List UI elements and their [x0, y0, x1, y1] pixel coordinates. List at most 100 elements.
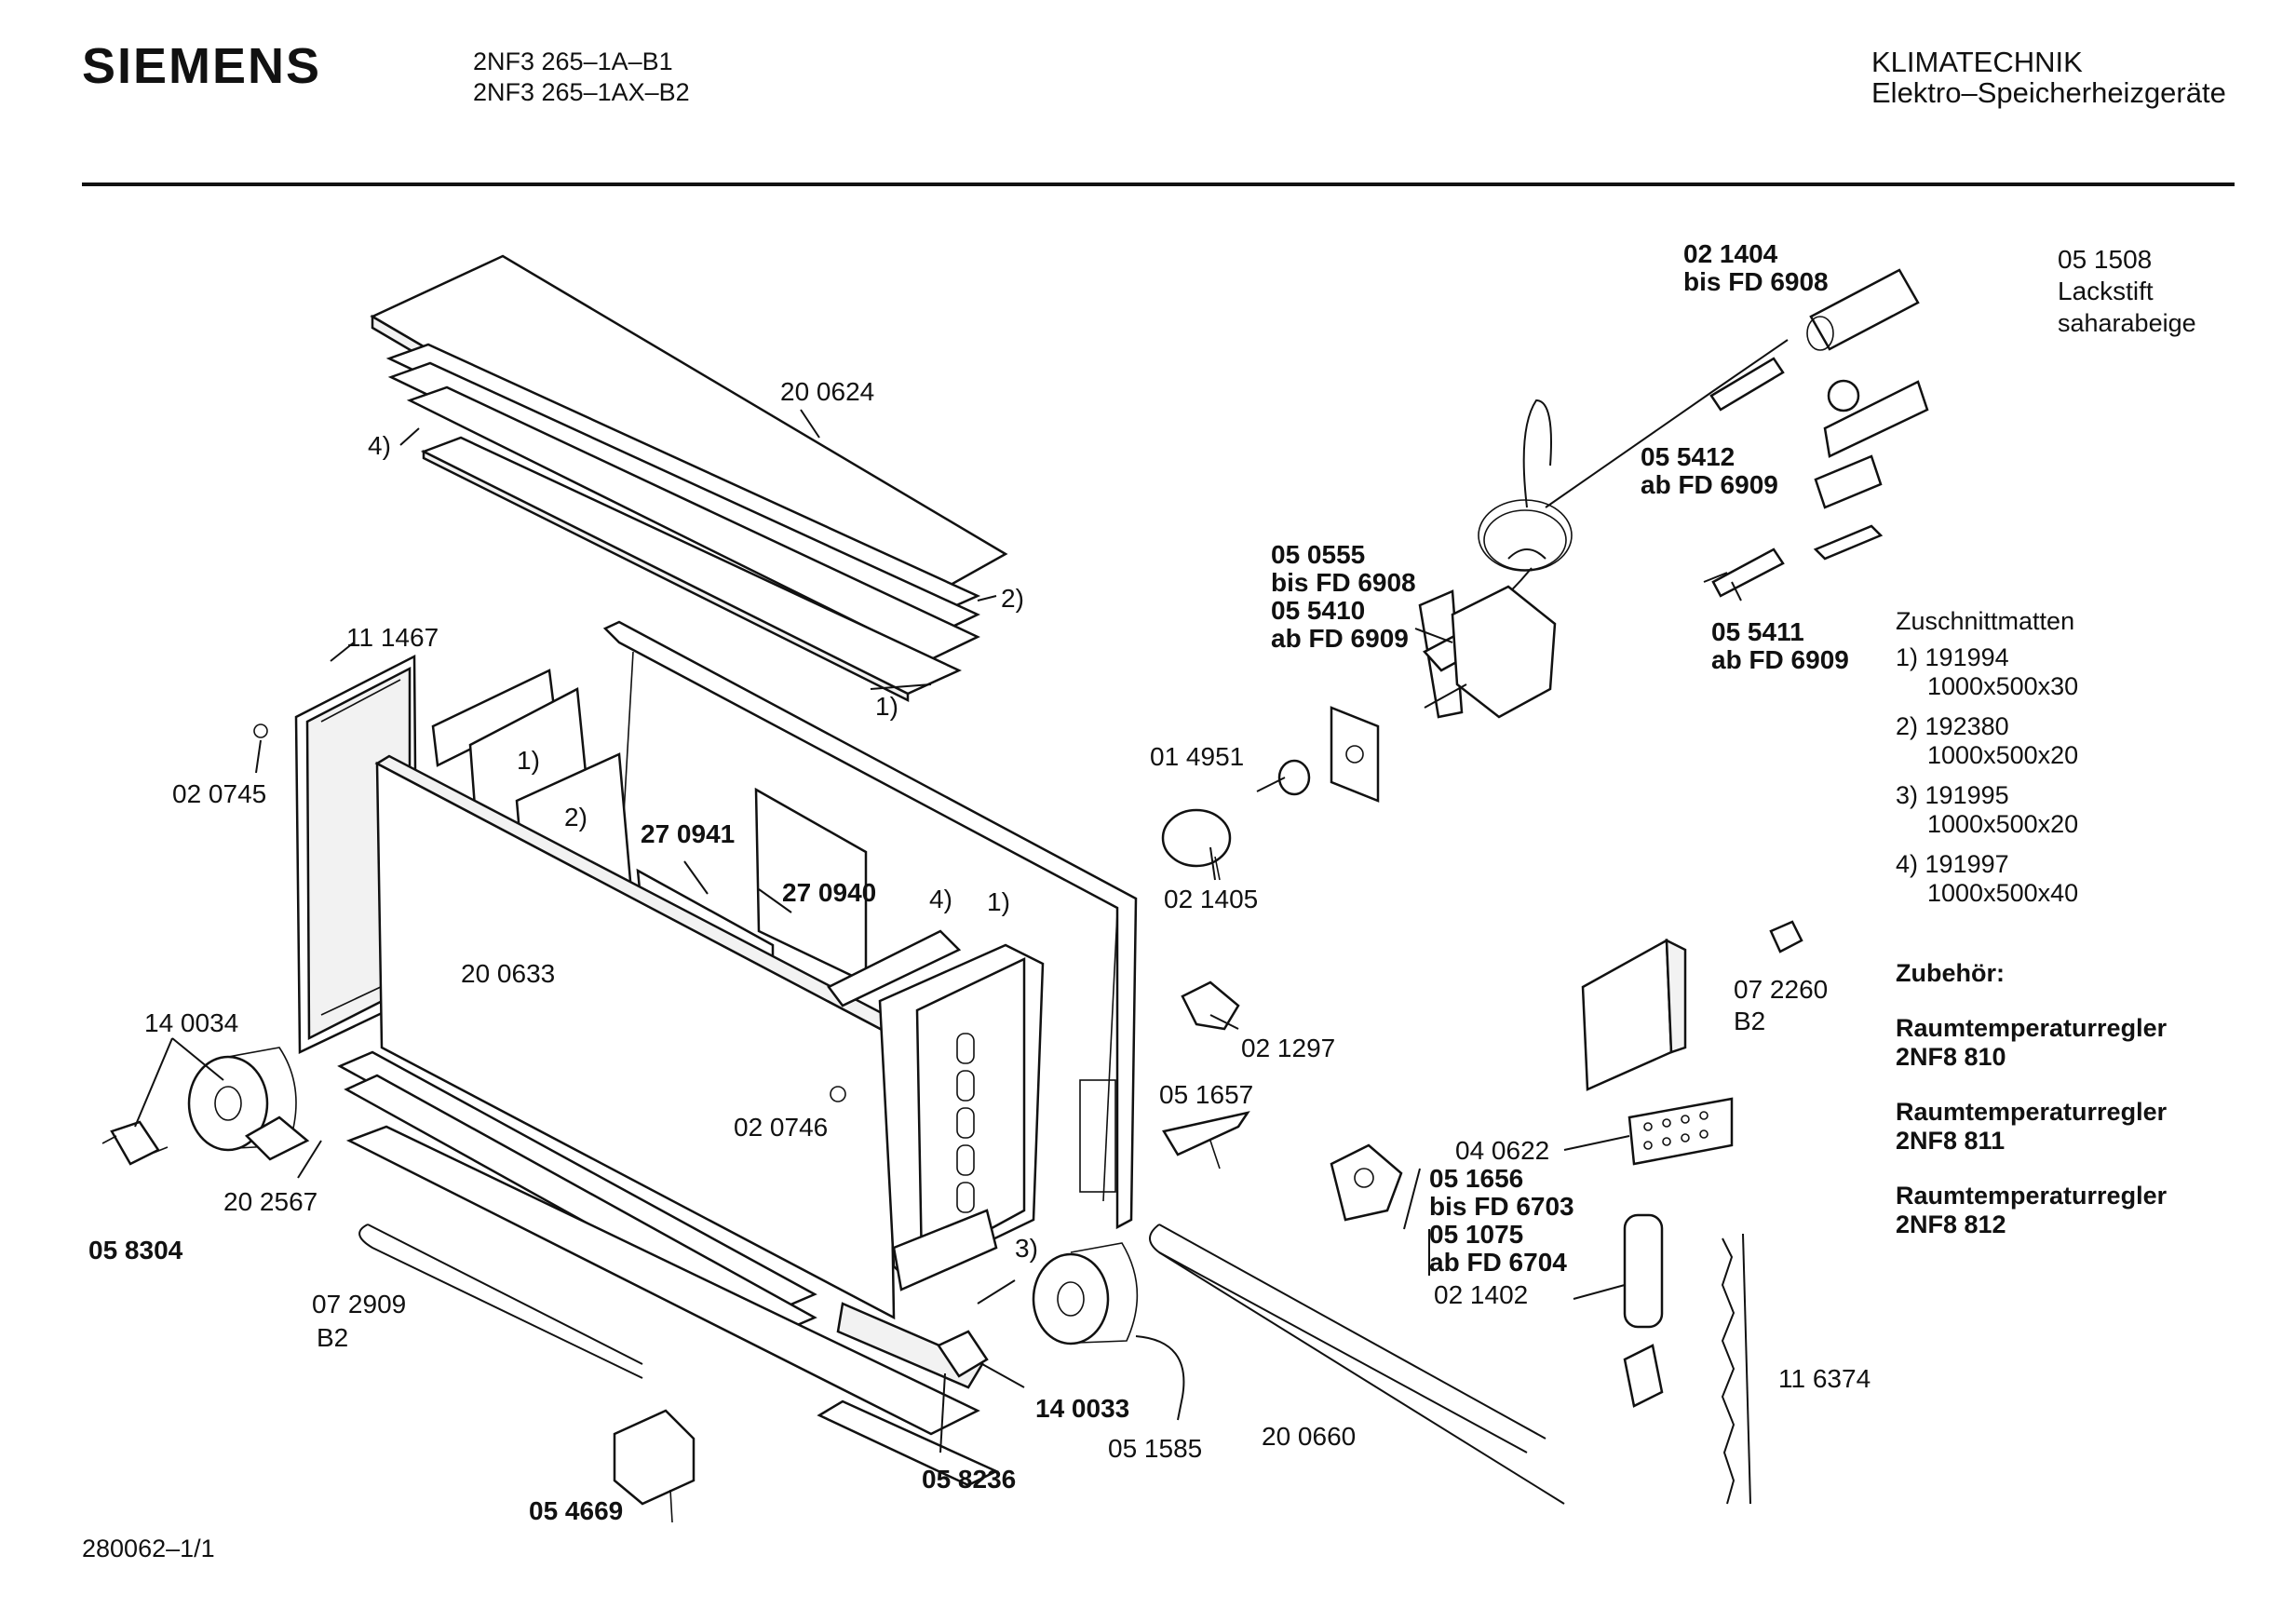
- label-050555: 05 0555: [1271, 540, 1365, 569]
- mat-part: 191994: [1925, 643, 2009, 671]
- label-021402: 02 1402: [1434, 1280, 1528, 1309]
- accessory-model: 2NF8 810: [1896, 1043, 2006, 1071]
- label-020745: 02 0745: [172, 779, 266, 808]
- mat-item: 4) 191997 1000x500x40: [1896, 850, 2078, 908]
- heater-element-block: [827, 929, 1045, 1291]
- label-051075: 05 1075: [1429, 1220, 1523, 1249]
- label-ab6704: ab FD 6704: [1429, 1248, 1567, 1277]
- mat-size: 1000x500x20: [1927, 741, 2079, 769]
- label-200633: 20 0633: [461, 959, 555, 988]
- terminal-072260: [1769, 920, 1803, 953]
- mat-part: 191997: [1925, 850, 2009, 878]
- header-divider: [82, 183, 2235, 186]
- heating-rod-072909: [358, 1224, 643, 1379]
- accessory-item: Raumtemperaturregler 2NF8 812: [1896, 1182, 2167, 1239]
- bottom-base-rails: [337, 1050, 999, 1487]
- label-ab6909a: ab FD 6909: [1641, 470, 1778, 499]
- document-id: 280062–1/1: [82, 1535, 215, 1562]
- label-note-2a: 2): [1001, 584, 1024, 613]
- mat-ref: 4): [1896, 850, 1919, 878]
- label-014951: 01 4951: [1150, 742, 1244, 771]
- label-note-1b: 1): [517, 746, 540, 775]
- label-note-3: 3): [1015, 1234, 1038, 1263]
- accessory-item: Raumtemperaturregler 2NF8 811: [1896, 1098, 2167, 1156]
- switch-box-054669: [613, 1409, 696, 1523]
- insulation-mat-stack: [385, 343, 981, 703]
- label-note-2b: 2): [564, 803, 588, 832]
- label-bis6703: bis FD 6703: [1429, 1192, 1574, 1221]
- label-202567: 20 2567: [223, 1187, 317, 1216]
- mat-item: 3) 191995 1000x500x20: [1896, 781, 2078, 839]
- fan-cylinder-140033: [1032, 1242, 1139, 1345]
- bushing-014951: [1277, 759, 1311, 796]
- label-051585: 05 1585: [1108, 1434, 1202, 1463]
- label-072909: 07 2909: [312, 1290, 406, 1318]
- strip-116374: [1721, 1233, 1751, 1505]
- cover-072260-bracket: [1581, 938, 1687, 1091]
- bracket-plate: [1330, 706, 1380, 803]
- label-ab6909c: ab FD 6909: [1711, 645, 1849, 674]
- model-numbers: 2NF3 265–1A–B1 2NF3 265–1AX–B2: [473, 47, 690, 108]
- cable-051585: [1135, 1335, 1185, 1421]
- accessory-item: Raumtemperaturregler 2NF8 810: [1896, 1014, 2167, 1072]
- fan-cylinder-140034: [187, 1047, 310, 1161]
- label-note-4a: 4): [368, 431, 391, 460]
- label-058304: 05 8304: [88, 1236, 183, 1264]
- screw-020745: [253, 723, 268, 738]
- mat-part: 191995: [1925, 781, 2009, 809]
- lackstift-part-number: 05 1508: [2058, 245, 2153, 274]
- lackstift-color: saharabeige: [2058, 309, 2196, 337]
- label-200624: 20 0624: [780, 377, 874, 406]
- motor-058304: [101, 1120, 169, 1166]
- label-140034: 14 0034: [144, 1008, 238, 1037]
- label-051656: 05 1656: [1429, 1164, 1523, 1193]
- label-021405: 02 1405: [1164, 885, 1258, 913]
- label-055412: 05 5412: [1641, 442, 1735, 471]
- mat-part: 192380: [1925, 712, 2009, 740]
- heating-rod-200660: [1149, 1224, 1565, 1505]
- lackstift-note: 05 1508 Lackstift saharabeige: [2058, 244, 2196, 339]
- label-140033: 14 0033: [1035, 1394, 1129, 1423]
- mats-list: Zuschnittmatten 1) 191994 1000x500x30 2)…: [1896, 607, 2078, 919]
- label-072260: 07 2260: [1734, 975, 1828, 1004]
- mat-size: 1000x500x30: [1927, 672, 2079, 700]
- limiter-051656: [1330, 1143, 1403, 1222]
- model-number-2: 2NF3 265–1AX–B2: [473, 78, 690, 106]
- mat-ref: 2): [1896, 712, 1919, 740]
- label-ab6909b: ab FD 6909: [1271, 624, 1409, 653]
- label-040622: 04 0622: [1455, 1136, 1549, 1165]
- knob-021405: [1161, 808, 1232, 881]
- mat-ref: 1): [1896, 643, 1919, 671]
- leader-lines: [134, 409, 1742, 1454]
- category-line-1: KLIMATECHNIK: [1871, 46, 2083, 78]
- label-270941: 27 0941: [641, 819, 735, 848]
- category-line-2: Elektro–Speicherheizgeräte: [1871, 76, 2226, 109]
- label-bis6908a: bis FD 6908: [1683, 267, 1829, 296]
- model-number-1: 2NF3 265–1A–B1: [473, 47, 673, 75]
- accessory-model: 2NF8 812: [1896, 1210, 2006, 1238]
- label-116374: 11 6374: [1778, 1364, 1871, 1393]
- mats-title: Zuschnittmatten: [1896, 607, 2075, 635]
- label-020746: 02 0746: [734, 1113, 828, 1142]
- mat-ref: 3): [1896, 781, 1919, 809]
- motor-058236: [937, 1330, 989, 1378]
- label-021297: 02 1297: [1241, 1034, 1335, 1062]
- accessory-name: Raumtemperaturregler: [1896, 1182, 2168, 1210]
- accessory-name: Raumtemperaturregler: [1896, 1014, 2168, 1042]
- label-bis6908b: bis FD 6908: [1271, 568, 1416, 597]
- label-055411: 05 5411: [1711, 617, 1804, 646]
- label-note-1c: 1): [987, 887, 1010, 916]
- bracket-051657: [1162, 1111, 1250, 1170]
- clip-021297: [1181, 980, 1240, 1031]
- label-058236: 05 8236: [922, 1465, 1016, 1494]
- accessory-model: 2NF8 811: [1896, 1127, 2006, 1155]
- label-054669: 05 4669: [529, 1496, 623, 1525]
- mat-size: 1000x500x20: [1927, 810, 2079, 838]
- label-055410: 05 5410: [1271, 596, 1365, 625]
- label-b2b: B2: [1734, 1007, 1765, 1035]
- accessories-list: Zubehör: Raumtemperaturregler 2NF8 810 R…: [1896, 959, 2167, 1239]
- label-note-1a: 1): [875, 692, 898, 721]
- label-b2a: B2: [317, 1323, 348, 1352]
- label-111467: 11 1467: [346, 623, 439, 652]
